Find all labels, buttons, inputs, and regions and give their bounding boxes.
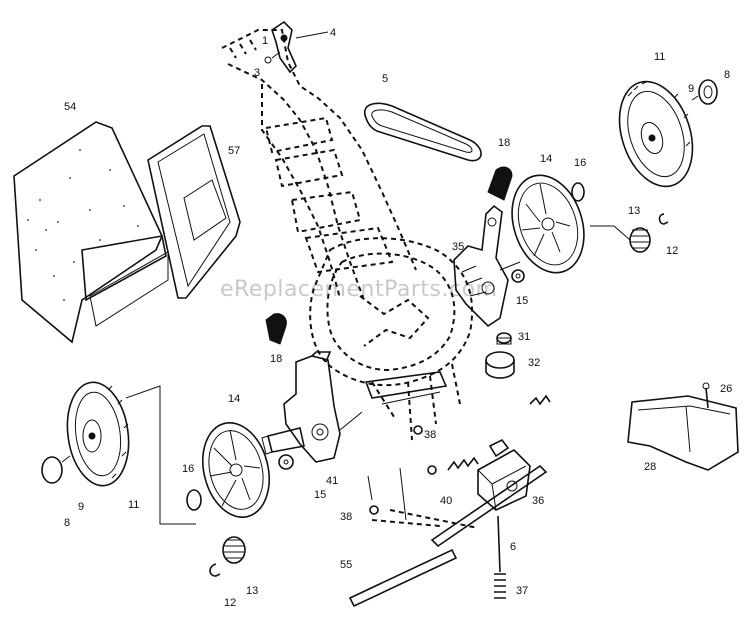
callout-13-top: 13 (628, 205, 640, 217)
rear-wheel-left (66, 381, 130, 487)
pinion-gear-left (209, 536, 246, 577)
hubcap-right (691, 79, 718, 105)
nut-right (511, 269, 525, 283)
washer-right (571, 182, 585, 202)
callout-11-left: 11 (128, 499, 139, 511)
callout-9-top: 9 (688, 83, 694, 95)
callout-55: 55 (340, 559, 352, 571)
assembly-bracket-left (125, 385, 196, 525)
rear-wheel-right (618, 80, 694, 188)
callout-12-top: 12 (666, 245, 678, 257)
drive-belt (363, 102, 482, 162)
callout-37: 37 (516, 585, 528, 597)
gear-cap (485, 351, 515, 379)
callout-40: 40 (440, 495, 452, 507)
shift-rod (494, 515, 506, 599)
drive-wheel-rim-right (511, 174, 585, 274)
callout-14-left: 14 (228, 393, 240, 405)
callout-31: 31 (518, 331, 530, 343)
callout-6: 6 (510, 541, 516, 553)
callout-35: 35 (452, 241, 464, 253)
callout-9-left: 9 (78, 501, 84, 513)
drive-wheel-rim-left (202, 421, 270, 519)
callout-36: 36 (532, 495, 544, 507)
mower-deck (309, 237, 474, 441)
hubcap-left (41, 455, 71, 484)
callout-18-left: 18 (270, 353, 282, 365)
spring (447, 456, 479, 471)
transmission-gearbox (477, 438, 531, 511)
callout-15-top: 15 (516, 295, 528, 307)
nut-left (278, 454, 294, 470)
callout-54: 54 (64, 101, 76, 113)
callout-41: 41 (326, 475, 338, 487)
callout-12-left: 12 (224, 597, 236, 609)
drive-shaft (364, 371, 548, 548)
callout-57: 57 (228, 145, 240, 157)
callout-8-left: 8 (64, 517, 70, 529)
deck-attachment-lines (371, 509, 479, 529)
callout-26: 26 (720, 383, 732, 395)
callout-labels: 1 3 4 5 54 57 18 14 16 11 9 8 13 12 35 1… (64, 27, 732, 609)
washer-left (186, 489, 202, 511)
height-adjuster-left (261, 351, 363, 463)
bolt-36-left (369, 505, 379, 515)
connecting-rod (348, 548, 458, 608)
callout-5: 5 (382, 73, 388, 85)
callout-38-upper: 38 (424, 429, 436, 441)
callout-16-left: 16 (182, 463, 194, 475)
callout-4: 4 (330, 27, 336, 39)
callout-3: 3 (254, 67, 260, 79)
callout-15-left: 15 (314, 489, 326, 501)
callout-14-top: 14 (540, 153, 552, 165)
spring-upper (529, 394, 551, 406)
callout-28: 28 (644, 461, 656, 473)
height-adjust-grip-left (265, 313, 287, 345)
callout-32: 32 (528, 357, 540, 369)
callout-38-lower: 38 (340, 511, 352, 523)
handle-bracket (264, 20, 329, 74)
bolt-38a (413, 425, 423, 435)
callout-16-top: 16 (574, 157, 586, 169)
height-adjuster-right (453, 204, 521, 328)
grass-bag (13, 121, 169, 344)
bag-frame (147, 125, 241, 299)
height-adjust-grip-top (487, 166, 513, 201)
bearing (496, 332, 512, 345)
callout-18-top: 18 (498, 137, 510, 149)
side-discharge-chute (627, 382, 739, 471)
watermark-text: eReplacementParts.com (220, 277, 497, 302)
handle-assembly (221, 29, 417, 301)
pinion-gear-right (590, 213, 669, 253)
callout-13-left: 13 (246, 585, 258, 597)
callout-11-top: 11 (654, 51, 665, 63)
callout-1: 1 (262, 35, 268, 47)
callout-8-top: 8 (724, 69, 730, 81)
bolt-38b (427, 465, 437, 475)
